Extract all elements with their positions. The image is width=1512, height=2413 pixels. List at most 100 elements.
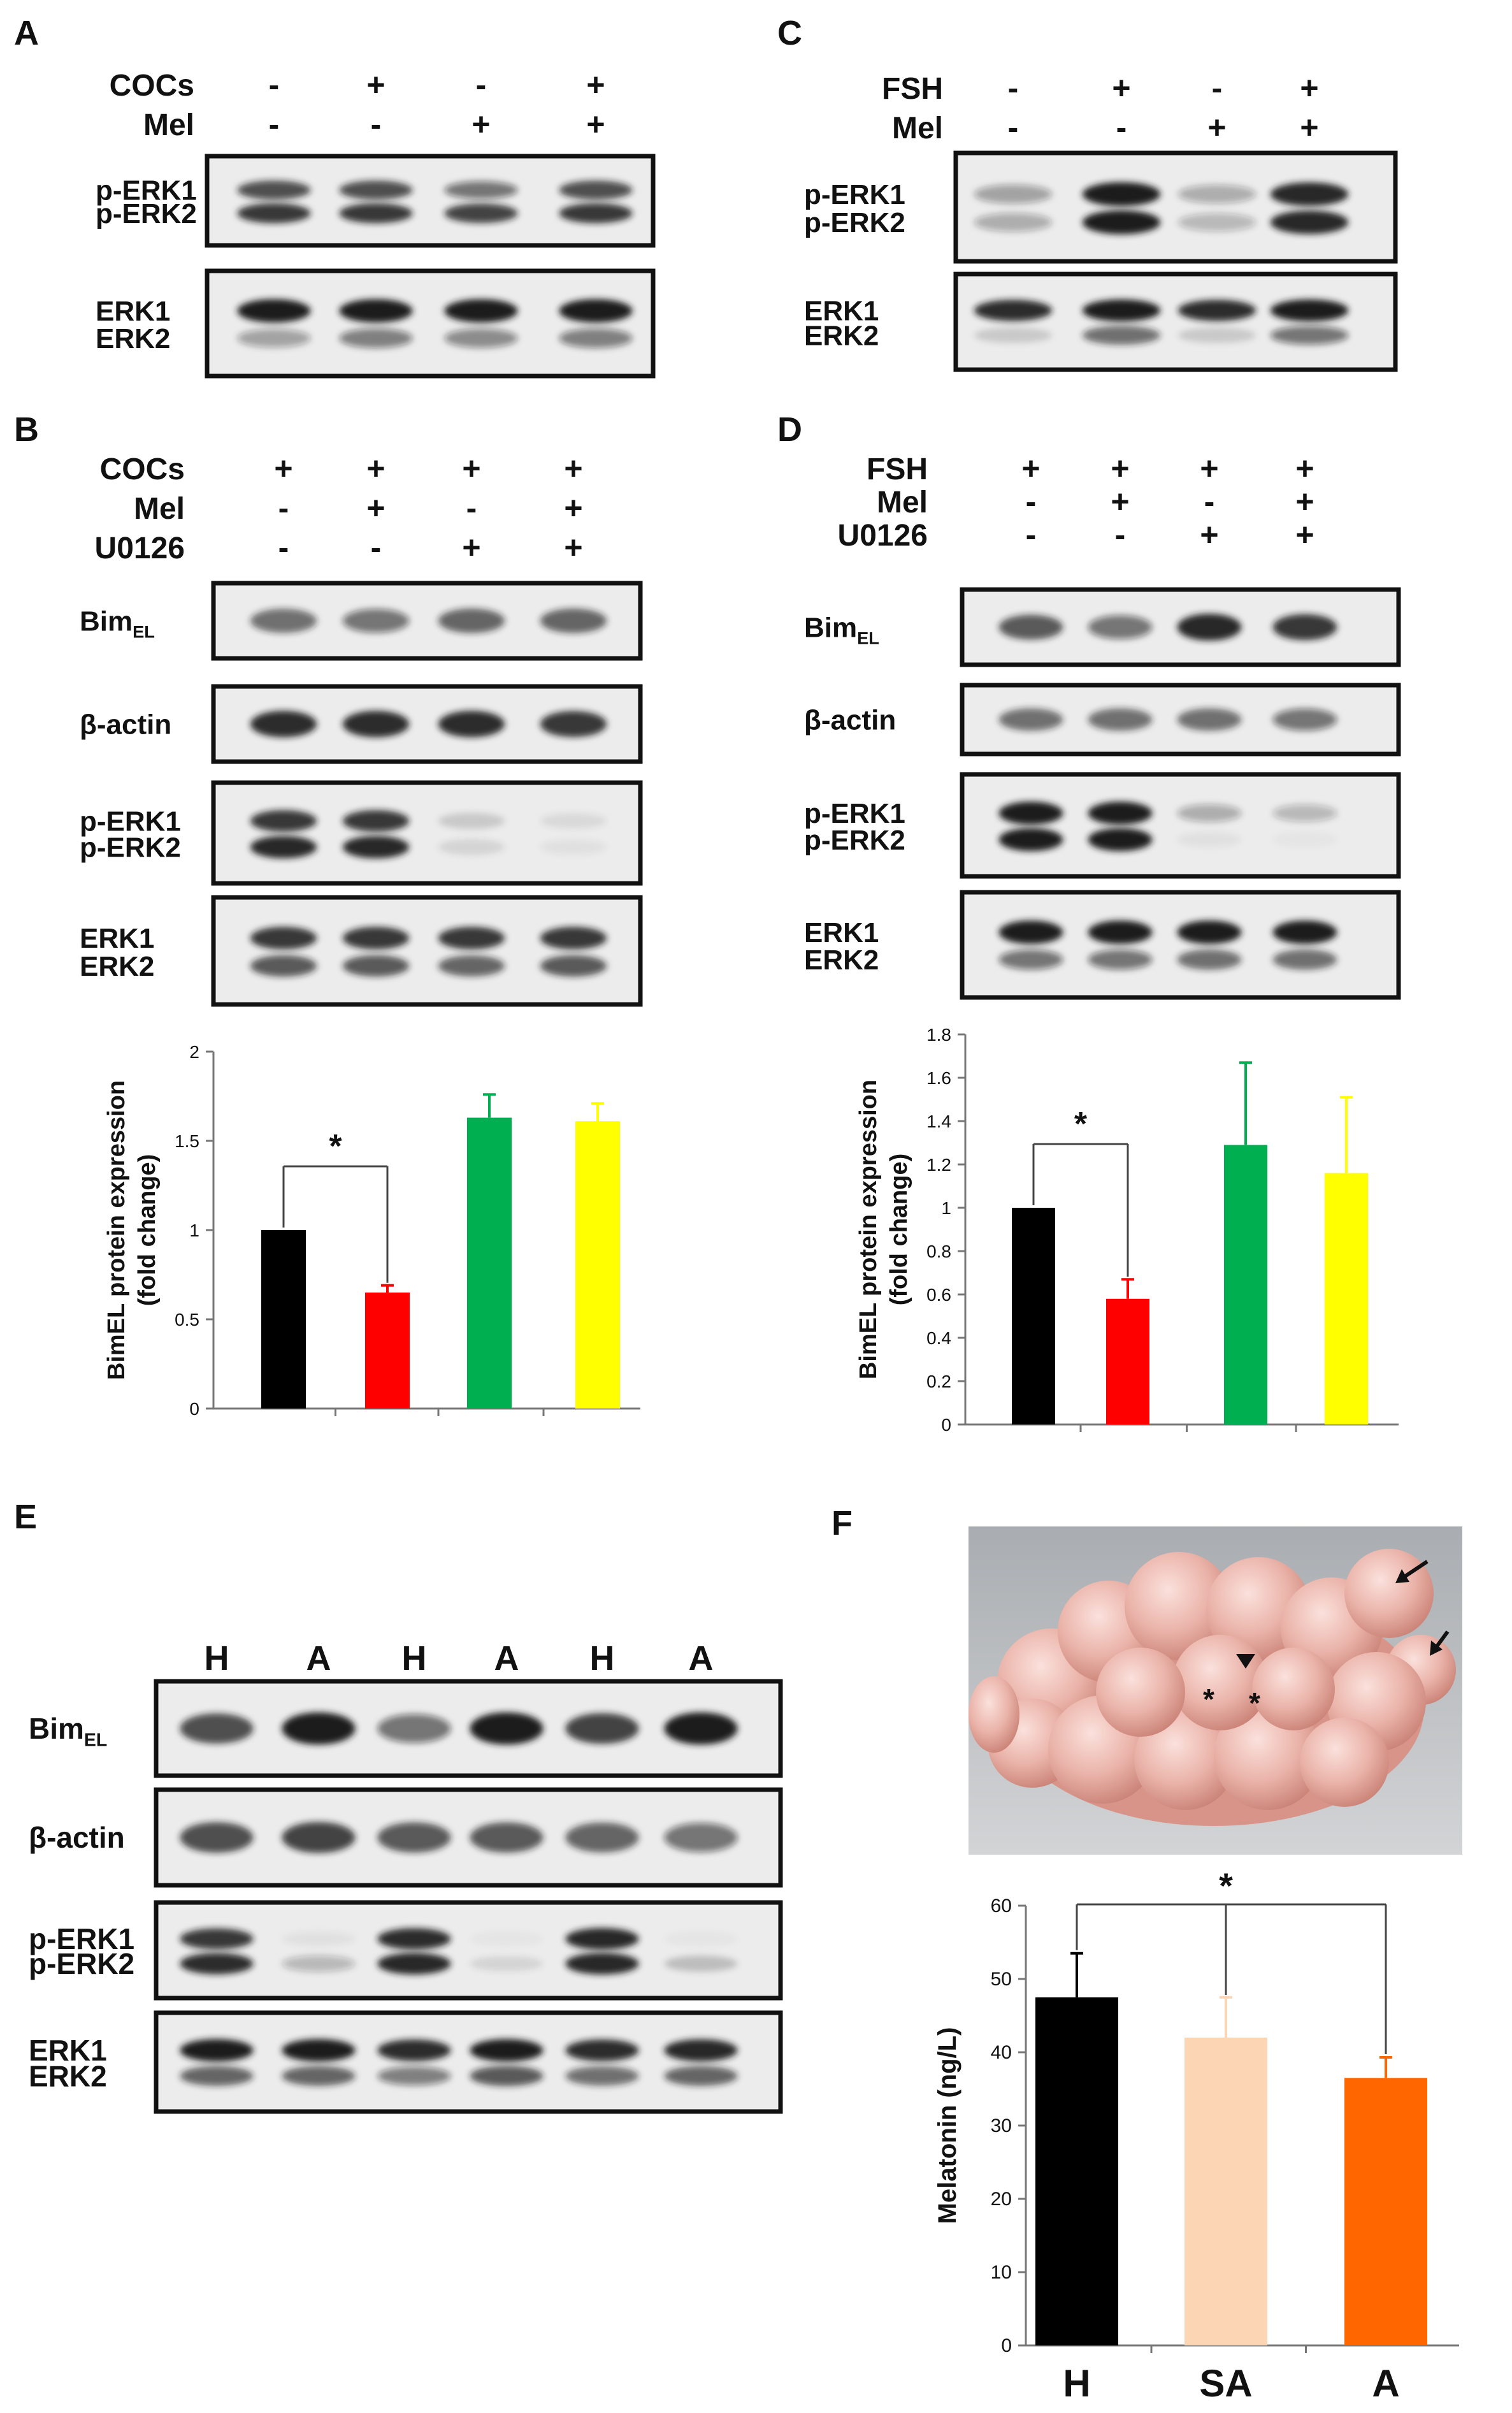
bar (261, 1230, 306, 1409)
protein-band (1272, 920, 1337, 945)
blot-row-label: p-ERK2 (80, 832, 181, 864)
protein-band (250, 609, 317, 633)
treatment-sign: + (366, 451, 385, 486)
bar (1224, 1145, 1267, 1424)
y-tick-label: 30 (991, 2115, 1012, 2136)
y-tick-label: 60 (991, 1895, 1012, 1917)
blot-row-label: ERK2 (804, 320, 879, 351)
protein-band (565, 1928, 639, 1950)
treatment-sign: + (1295, 484, 1314, 519)
protein-band (342, 609, 410, 633)
blot-membrane (205, 154, 656, 248)
protein-band (342, 810, 410, 832)
protein-band (250, 711, 317, 737)
bar (1012, 1208, 1055, 1424)
protein-band (438, 813, 505, 829)
lane-label: A (689, 1639, 714, 1678)
protein-band (438, 839, 505, 855)
blot-row-label: ERK2 (96, 323, 170, 354)
blot-row-label: p-ERK1 (29, 1922, 134, 1955)
protein-band (998, 614, 1063, 640)
lane-label: A (306, 1639, 331, 1678)
treatment-sign: + (1295, 451, 1314, 486)
protein-band (1088, 801, 1153, 825)
treatment-label-u0126: U0126 (838, 519, 928, 553)
y-tick-label: 0.2 (926, 1372, 951, 1391)
blot-membrane (154, 2010, 783, 2114)
protein-band (974, 300, 1053, 321)
protein-band (342, 836, 410, 859)
x-category-label: A (1372, 2362, 1399, 2405)
blot-row-label: ERK1 (804, 917, 879, 948)
protein-band (377, 2039, 451, 2061)
blot-row-label: p-ERK2 (96, 198, 197, 229)
panel-letter-e: E (14, 1498, 37, 1536)
panel-letter-f: F (832, 1504, 853, 1542)
treatment-sign: + (472, 106, 490, 142)
protein-band (1270, 299, 1349, 322)
bar (1106, 1298, 1149, 1424)
protein-band (998, 949, 1063, 970)
blot-membrane (211, 780, 643, 886)
blot-row-label: BimEL (29, 1712, 107, 1751)
protein-band (180, 1953, 254, 1975)
protein-band (438, 608, 505, 634)
panel-b-western-blot: COCs++++Mel-+-+U0126--++BimELβ-actinp-ER… (80, 451, 643, 1007)
panel-letter-d: D (777, 410, 802, 449)
treatment-sign: - (269, 106, 280, 142)
panel-letter-b: B (14, 410, 39, 449)
treatment-sign: + (274, 451, 292, 486)
protein-band (1082, 182, 1161, 207)
treatment-sign: - (1115, 517, 1126, 553)
treatment-sign: - (278, 490, 289, 526)
protein-band (342, 711, 410, 737)
protein-band (1177, 804, 1242, 822)
ovary-follicles (968, 1549, 1456, 1826)
treatment-label-u0126: U0126 (95, 532, 185, 565)
panel-d-bar-chart: 00.20.40.60.811.21.41.61.8*BimEL protein… (855, 1025, 1399, 1435)
protein-band (470, 1822, 544, 1853)
asterisk-marker-1: * (1203, 1683, 1214, 1716)
protein-band (1272, 804, 1337, 822)
lane-label: H (590, 1639, 615, 1678)
protein-band (1270, 210, 1349, 235)
y-tick-label: 0.4 (926, 1328, 951, 1348)
protein-band (1177, 300, 1256, 321)
protein-band (1272, 949, 1337, 970)
protein-band (250, 955, 317, 977)
protein-band (540, 813, 607, 829)
treatment-sign: - (1008, 70, 1019, 106)
protein-band (540, 927, 607, 950)
protein-band (540, 608, 607, 634)
protein-band (559, 203, 633, 224)
protein-band (664, 1823, 738, 1852)
protein-band (1273, 832, 1337, 847)
protein-band (1177, 613, 1242, 641)
protein-band (998, 801, 1063, 825)
y-tick-label: 1.4 (926, 1112, 951, 1131)
treatment-sign: + (1300, 70, 1318, 106)
protein-band (282, 2039, 356, 2062)
lane-label: H (205, 1639, 229, 1678)
protein-band (565, 2039, 639, 2061)
protein-band (250, 836, 317, 859)
protein-band (470, 2039, 544, 2062)
protein-band (1177, 920, 1242, 945)
protein-band (1272, 614, 1337, 641)
y-tick-label: 1 (189, 1221, 199, 1240)
treatment-sign: - (1026, 484, 1037, 519)
blot-row-label: ERK1 (96, 296, 170, 327)
protein-band (438, 955, 505, 977)
protein-band (998, 828, 1063, 851)
protein-band (282, 1931, 356, 1946)
protein-band (470, 1932, 543, 1946)
treatment-label-mel: Mel (143, 108, 194, 142)
protein-band (565, 1953, 639, 1975)
protein-band (1177, 949, 1242, 970)
y-axis-title: BimEL protein expression(fold change) (103, 1080, 161, 1380)
y-tick-label: 50 (991, 1969, 1012, 1990)
protein-band (282, 1955, 356, 1972)
protein-band (377, 2066, 451, 2085)
